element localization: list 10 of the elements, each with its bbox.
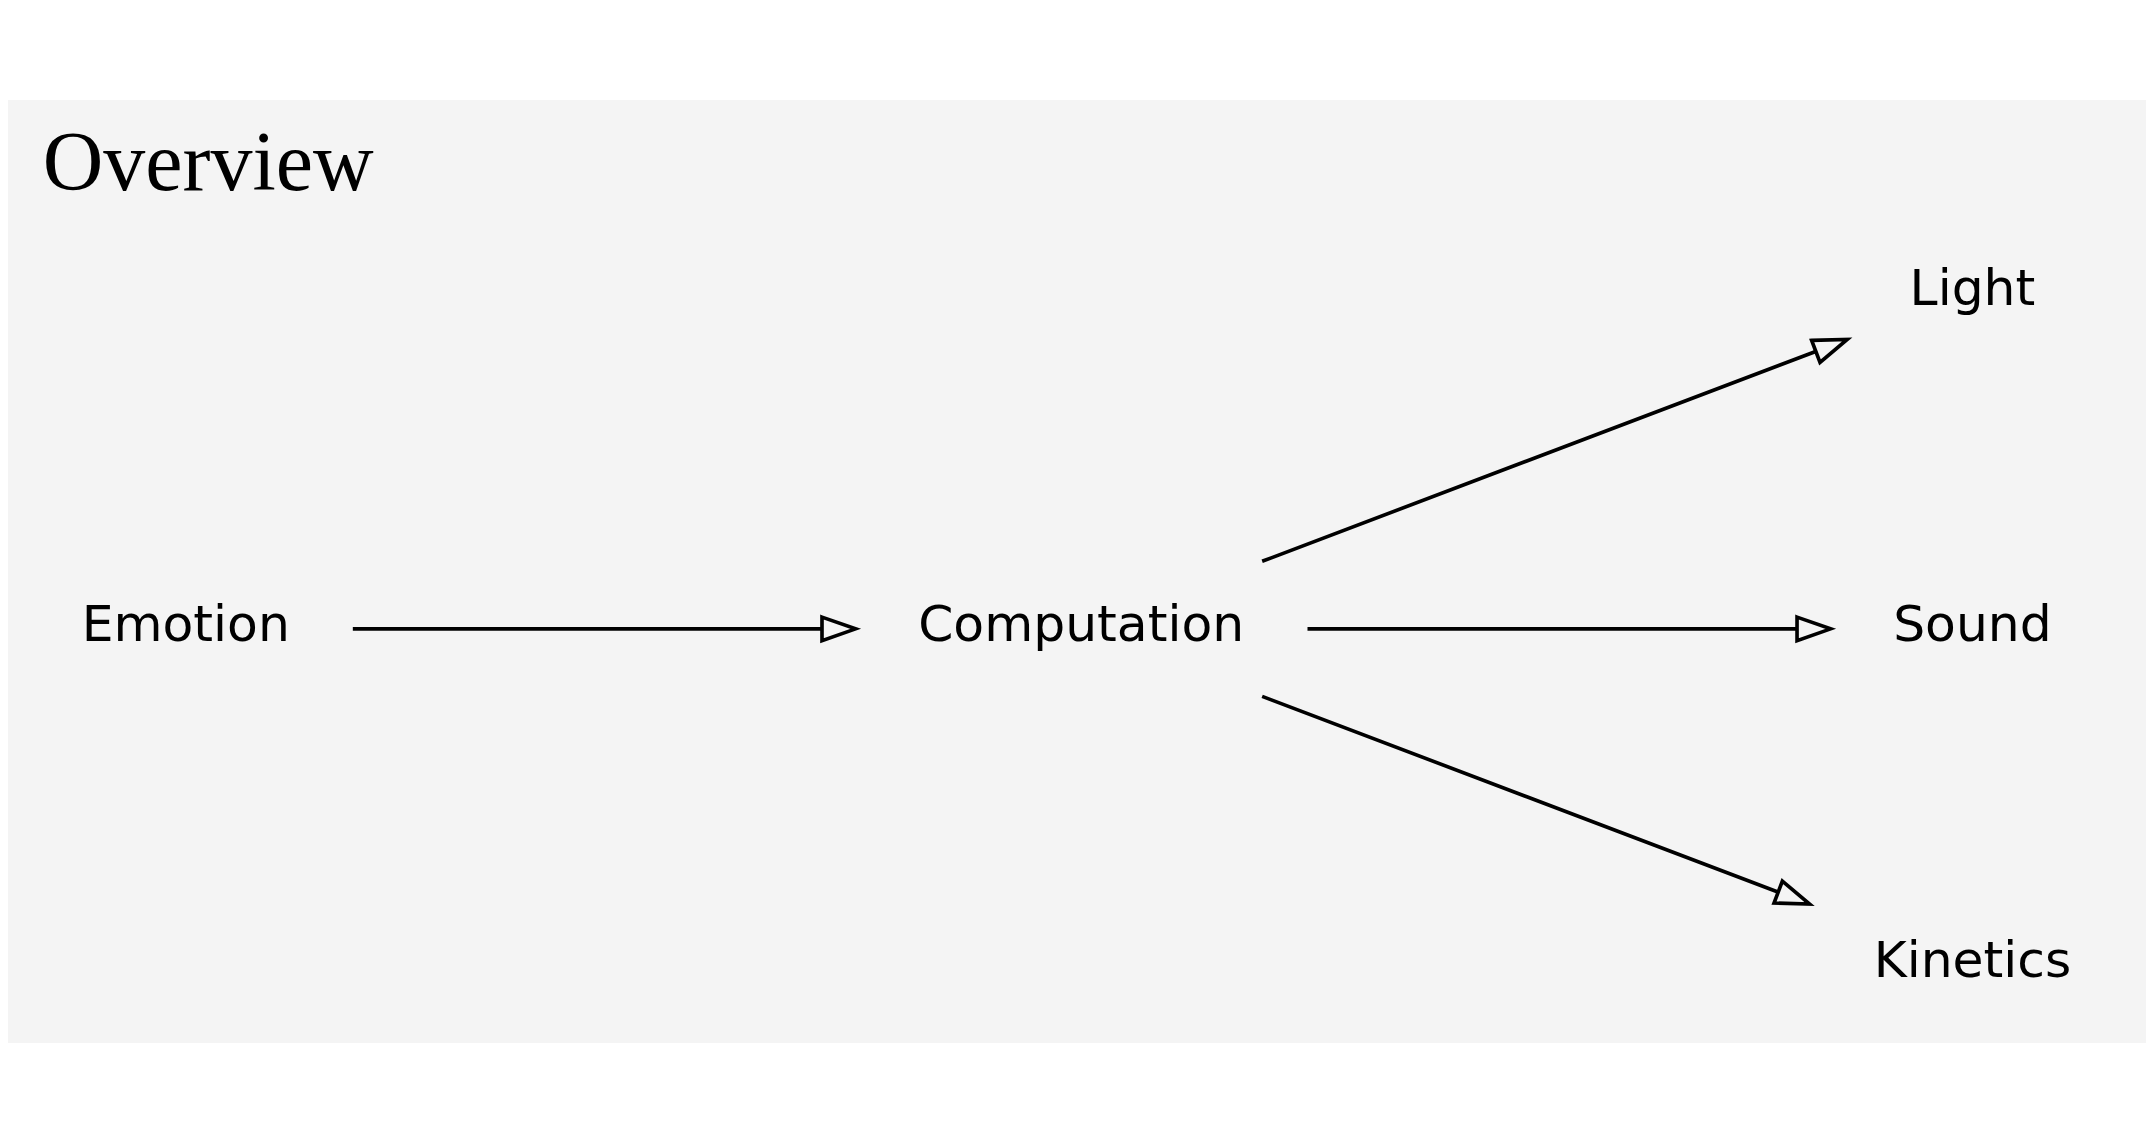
arrow (1261, 694, 1815, 906)
arrow (1307, 614, 1837, 643)
node-text: Computation (918, 593, 1245, 653)
node-text: Sound (1893, 593, 2052, 653)
node-text: Light (1909, 257, 2036, 317)
node-text: Emotion (81, 593, 290, 653)
node-text: Kinetics (1873, 929, 2072, 989)
arrow (352, 614, 862, 643)
arrow (1261, 337, 1853, 563)
diagram-title: Overview (42, 114, 374, 208)
